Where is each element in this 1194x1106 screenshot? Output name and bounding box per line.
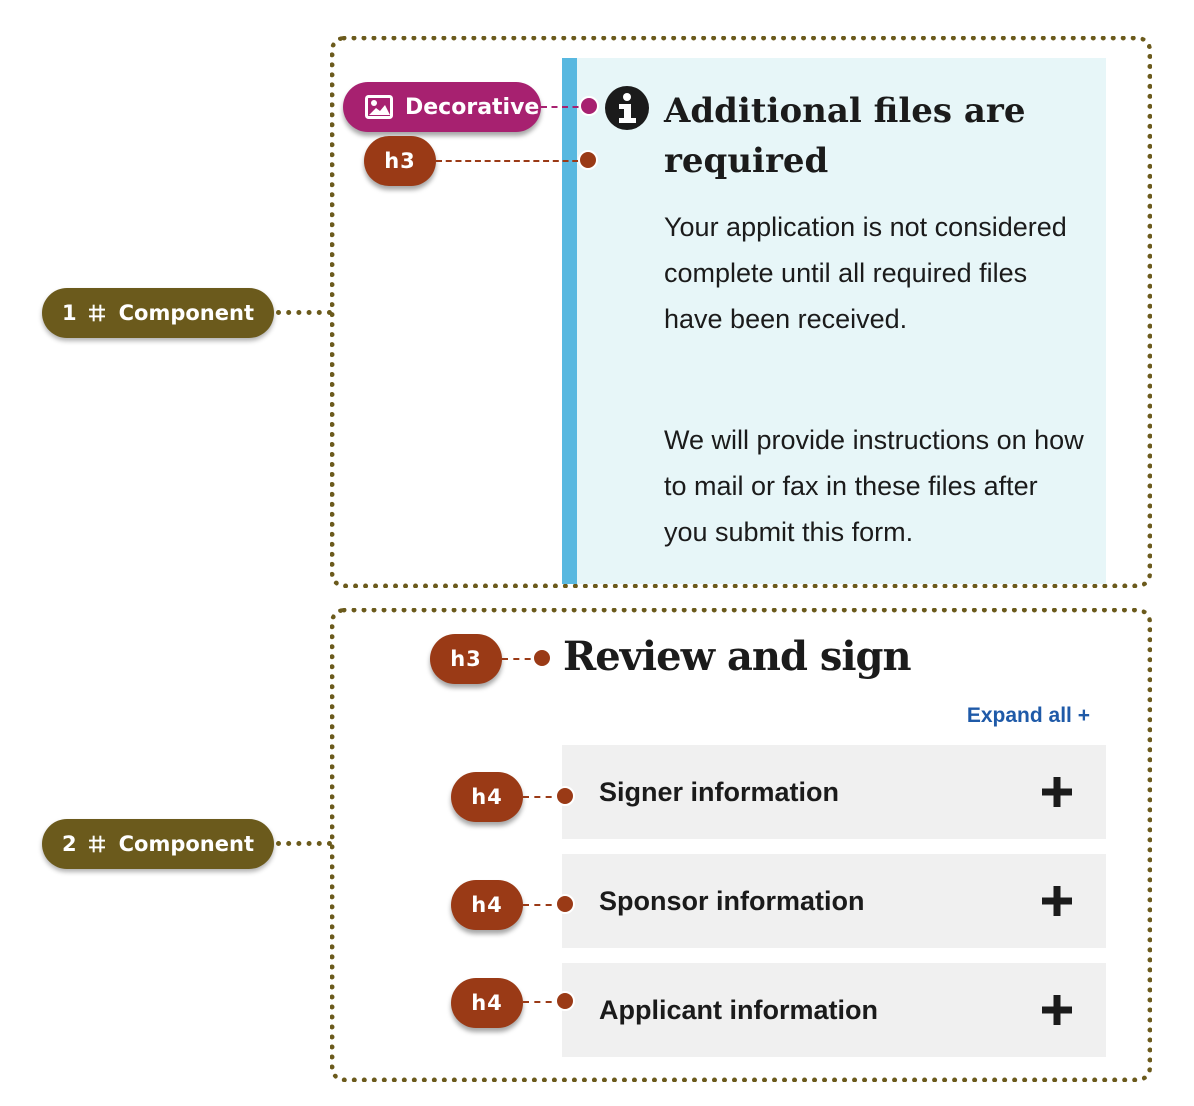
image-icon — [365, 95, 393, 119]
alert-box — [562, 58, 1106, 584]
h4-label: h4 — [471, 785, 503, 809]
component-number: 1 — [62, 301, 77, 325]
h3-review-connector — [502, 658, 542, 660]
accordion-title: Applicant information — [599, 994, 878, 1025]
component-tag-2: 2 Component — [42, 819, 274, 869]
h4-annotation-3: h4 — [451, 978, 523, 1028]
expand-all-link[interactable]: Expand all + — [966, 704, 1090, 727]
component-label: Component — [118, 832, 254, 856]
alert-paragraph-1: Your application is not considered compl… — [664, 212, 1067, 334]
component-frame-1 — [330, 36, 1152, 588]
h4-label: h4 — [471, 893, 503, 917]
review-heading: Review and sign — [563, 633, 912, 680]
decorative-connector-dot — [579, 96, 599, 116]
alert-heading: Additional files are required — [664, 91, 1026, 181]
alert-accent-bar — [562, 58, 577, 584]
plus-icon — [1042, 886, 1072, 916]
decorative-label: Decorative — [405, 94, 540, 120]
h3-label: h3 — [384, 149, 416, 173]
frame-icon — [88, 304, 105, 322]
component-number: 2 — [62, 832, 77, 856]
h4-connector-3 — [523, 1001, 563, 1003]
frame-icon — [88, 835, 105, 853]
accordion-signer-information[interactable]: Signer information — [562, 745, 1106, 839]
h4-connector-1 — [523, 796, 563, 798]
accordion-applicant-information[interactable]: Applicant information — [562, 963, 1106, 1057]
component-frame-2 — [330, 608, 1152, 1082]
h4-label: h4 — [471, 991, 503, 1015]
h4-annotation-1: h4 — [451, 772, 523, 822]
decorative-annotation: Decorative — [343, 82, 541, 132]
h4-annotation-2: h4 — [451, 880, 523, 930]
h3-annotation-review: h3 — [430, 634, 502, 684]
h3-label: h3 — [450, 647, 482, 671]
h3-connector-dot — [578, 150, 598, 170]
info-circle-icon — [605, 86, 649, 130]
h4-connector-dot-2 — [555, 894, 575, 914]
accordion-title: Signer information — [599, 776, 840, 807]
component-connector-1 — [276, 310, 332, 315]
decorative-connector — [541, 106, 589, 108]
h3-annotation: h3 — [364, 136, 436, 186]
plus-icon — [1042, 995, 1072, 1025]
h4-connector-dot-3 — [555, 991, 575, 1011]
h4-connector-2 — [523, 904, 563, 906]
accordion-sponsor-information[interactable]: Sponsor information — [562, 854, 1106, 948]
h3-connector — [436, 160, 588, 162]
plus-icon — [1042, 777, 1072, 807]
component-tag-1: 1 Component — [42, 288, 274, 338]
h4-connector-dot-1 — [555, 786, 575, 806]
alert-paragraph-2: We will provide instructions on how to m… — [664, 425, 1084, 547]
h3-review-connector-dot — [532, 648, 552, 668]
component-connector-2 — [276, 841, 332, 846]
accordion-title: Sponsor information — [599, 885, 865, 916]
component-label: Component — [118, 301, 254, 325]
